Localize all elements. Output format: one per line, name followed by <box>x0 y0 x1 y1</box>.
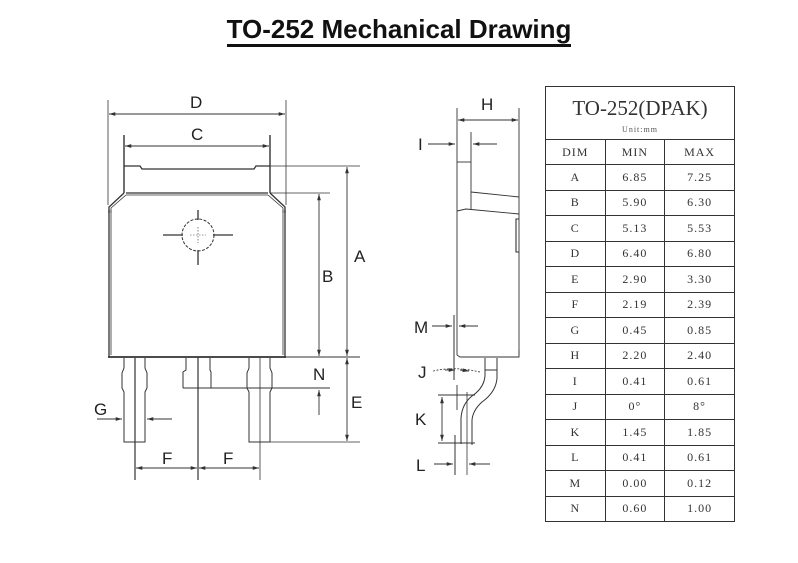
cell-max: 7.25 <box>664 164 735 191</box>
cell-max: 0.12 <box>664 470 735 497</box>
title-text: TO-252 Mechanical Drawing <box>226 14 572 47</box>
cell-min: 0.00 <box>604 470 666 497</box>
cell-max: 0.61 <box>664 444 735 471</box>
cell-max: 0.61 <box>664 368 735 395</box>
cell-dim: A <box>545 164 606 191</box>
label-K: K <box>415 410 427 429</box>
cell-min: 5.90 <box>604 189 666 216</box>
table-title: TO-252(DPAK) <box>545 86 735 125</box>
cell-dim: E <box>545 266 606 293</box>
label-E: E <box>351 393 362 412</box>
label-L: L <box>416 456 425 475</box>
cell-min: 0.41 <box>604 444 666 471</box>
cell-dim: J <box>545 393 606 420</box>
cell-max: 3.30 <box>664 266 735 293</box>
cell-dim: G <box>545 317 606 344</box>
cell-dim: H <box>545 342 606 369</box>
cell-max: 6.30 <box>664 189 735 216</box>
cell-min: 0.45 <box>604 317 666 344</box>
cell-dim: K <box>545 419 606 446</box>
cell-dim: I <box>545 368 606 395</box>
cell-dim: C <box>545 215 606 242</box>
cell-min: 0.41 <box>604 368 666 395</box>
cell-max: 2.40 <box>664 342 735 369</box>
cell-max: 5.53 <box>664 215 735 242</box>
cell-min: 0° <box>604 393 666 420</box>
cell-dim: L <box>545 444 606 471</box>
table-header-row: DIM MIN MAX <box>545 139 735 165</box>
col-dim: DIM <box>545 139 606 165</box>
cell-min: 0.60 <box>604 495 666 522</box>
cell-dim: D <box>545 240 606 267</box>
front-view <box>97 100 360 480</box>
cell-max: 1.00 <box>664 495 735 522</box>
cell-min: 2.20 <box>604 342 666 369</box>
cell-dim: M <box>545 470 606 497</box>
label-D: D <box>190 93 202 112</box>
cell-min: 6.85 <box>604 164 666 191</box>
cell-min: 6.40 <box>604 240 666 267</box>
cell-min: 2.19 <box>604 291 666 318</box>
cell-max: 2.39 <box>664 291 735 318</box>
cell-max: 1.85 <box>664 419 735 446</box>
cell-dim: N <box>545 495 606 522</box>
cell-max: 0.85 <box>664 317 735 344</box>
label-M: M <box>414 318 428 337</box>
cell-dim: B <box>545 189 606 216</box>
col-min: MIN <box>604 139 666 165</box>
label-H: H <box>481 95 493 114</box>
label-I: I <box>418 135 423 154</box>
label-F-right: F <box>223 449 233 468</box>
label-G: G <box>94 400 107 419</box>
cell-min: 5.13 <box>604 215 666 242</box>
cell-min: 1.45 <box>604 419 666 446</box>
page-title: TO-252 Mechanical Drawing <box>0 14 798 47</box>
table-unit: Unit:mm <box>545 125 735 140</box>
label-N: N <box>313 365 325 384</box>
label-B: B <box>322 267 333 286</box>
label-F-left: F <box>162 449 172 468</box>
cell-min: 2.90 <box>604 266 666 293</box>
cell-max: 6.80 <box>664 240 735 267</box>
side-view <box>428 108 520 475</box>
label-J: J <box>418 363 427 382</box>
cell-dim: F <box>545 291 606 318</box>
label-A: A <box>354 247 366 266</box>
col-max: MAX <box>664 139 735 165</box>
cell-max: 8° <box>664 393 735 420</box>
label-C: C <box>191 125 203 144</box>
